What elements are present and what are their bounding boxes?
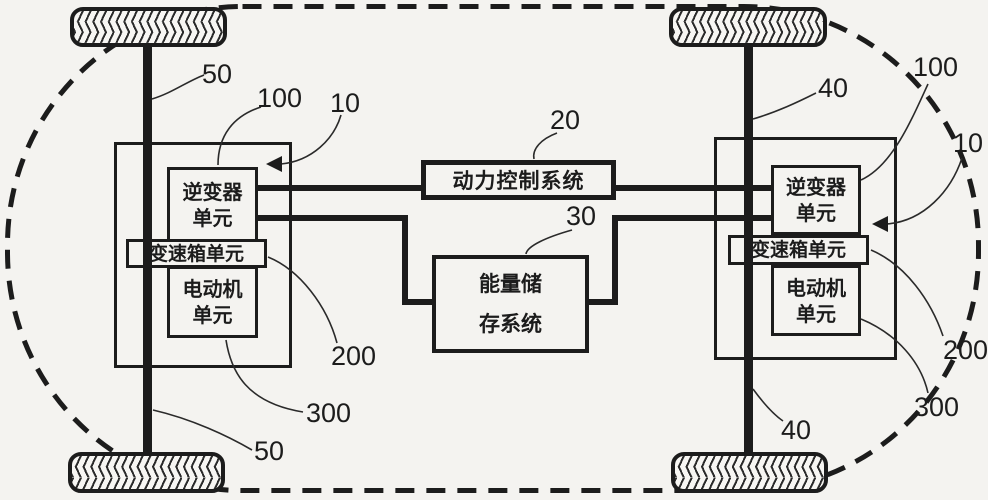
ref-label-50-front-left: 50 — [202, 59, 233, 89]
right-motor-label-line1: 电动机 — [786, 275, 846, 300]
right-axle — [744, 44, 753, 456]
right-motor-unit-box: 电动机 单元 — [771, 265, 861, 336]
ref-label-10-right: 10 — [953, 128, 984, 158]
leader-ref-10-right — [886, 157, 963, 225]
right-inverter-unit-box: 逆变器 单元 — [771, 165, 861, 235]
energy-storage-label-line1: 能量储 — [479, 272, 542, 296]
right-inverter-label-line2: 单元 — [796, 201, 836, 225]
energy-storage-label-line2: 存系统 — [479, 312, 542, 336]
ref-label-40-rear-right: 40 — [781, 415, 812, 445]
energy-storage-system-box: 能量储 存系统 — [432, 255, 589, 353]
ref-label-100-left: 100 — [257, 83, 303, 113]
left-motor-label-line1: 电动机 — [182, 277, 243, 301]
wheel-front-left — [70, 7, 227, 47]
ref-label-50-rear-left: 50 — [254, 436, 285, 466]
leader-ref-50-rear-left — [152, 409, 253, 451]
leader-ref-30 — [525, 229, 573, 255]
power-control-label: 动力控制系统 — [452, 169, 585, 193]
right-inverter-label-line1: 逆变器 — [786, 175, 846, 199]
wheel-front-right — [669, 7, 827, 47]
ref-label-10-left: 10 — [330, 88, 361, 118]
ref-label-300-left: 300 — [306, 398, 352, 428]
right-motor-label-line2: 单元 — [796, 301, 836, 326]
left-inverter-label-line1: 逆变器 — [182, 180, 243, 204]
ref-label-200-right: 200 — [943, 335, 988, 365]
leader-ref-40-front-right — [752, 92, 817, 120]
line-left-storage-stub — [402, 299, 435, 305]
right-gearbox-label: 变速箱单元 — [750, 239, 846, 261]
wheel-rear-right — [671, 452, 828, 493]
left-inverter-label-line2: 单元 — [192, 206, 233, 230]
ref-label-40-front-right: 40 — [818, 73, 849, 103]
ref-label-20: 20 — [550, 105, 581, 135]
line-storage-to-right-inverter-v — [612, 215, 618, 305]
line-left-inverter-to-storage-v — [402, 215, 408, 305]
wheel-rear-left — [68, 452, 225, 493]
left-gearbox-label: 变速箱单元 — [148, 242, 244, 265]
leader-ref-50-front-left — [151, 74, 205, 100]
ref-label-200-left: 200 — [331, 341, 377, 371]
ref-label-30: 30 — [566, 201, 597, 231]
left-motor-label-line2: 单元 — [192, 303, 233, 327]
leader-ref-20 — [532, 132, 558, 160]
ref-label-300-right: 300 — [914, 392, 960, 422]
left-motor-unit-box: 电动机 单元 — [167, 266, 258, 338]
leader-ref-40-rear-right — [752, 388, 784, 422]
left-axle — [143, 44, 152, 456]
power-control-system-box: 动力控制系统 — [421, 160, 616, 200]
left-inverter-unit-box: 逆变器 单元 — [167, 167, 258, 243]
ref-label-100-right: 100 — [913, 52, 959, 82]
